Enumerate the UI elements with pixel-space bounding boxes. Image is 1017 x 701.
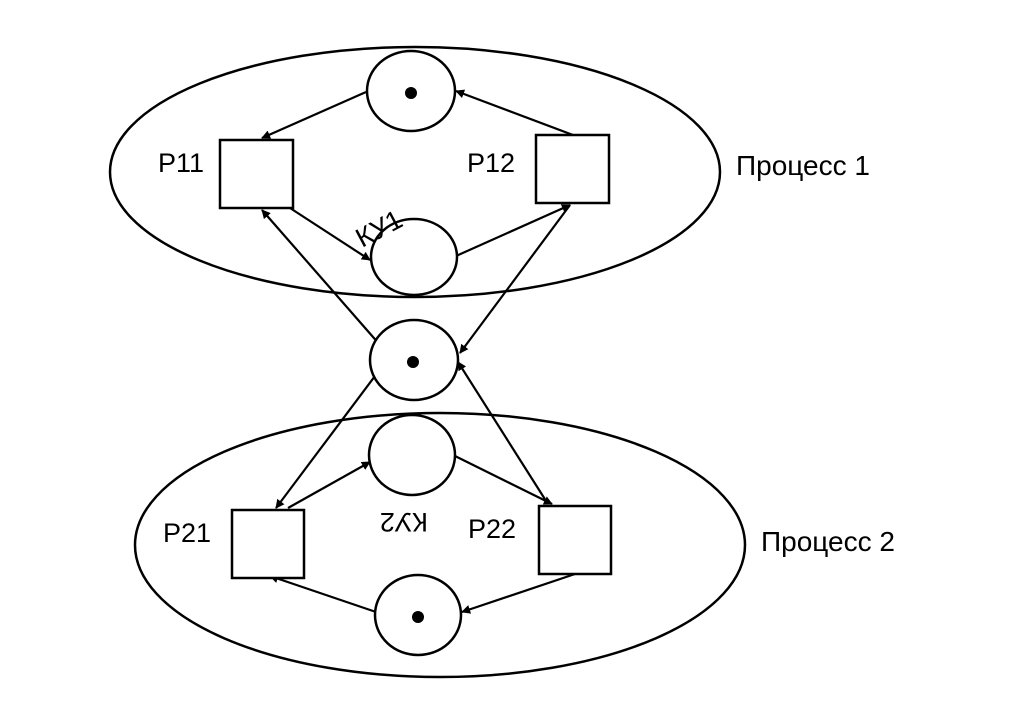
arcs <box>261 89 576 614</box>
label-p21: P21 <box>163 518 211 548</box>
label-p22: P22 <box>468 514 516 544</box>
arc-ku1-to-p12 <box>455 203 571 258</box>
label-ku2: КУ2 <box>380 507 428 537</box>
arc-p12-to-mutex <box>459 204 571 354</box>
transition-p22 <box>537 504 613 576</box>
place-ku2 <box>367 413 457 497</box>
arc-p12-to-top-place <box>455 89 574 137</box>
transition-p21 <box>230 508 306 580</box>
process-2-boundary <box>133 411 747 679</box>
arc-mutex-to-p21 <box>275 371 379 509</box>
place-ku1 <box>369 217 459 297</box>
arc-top-place-to-p11 <box>261 90 367 140</box>
arc-mutex-to-p11 <box>261 209 381 346</box>
label-p12: P12 <box>467 148 515 178</box>
process-1-boundary <box>108 45 722 299</box>
token-process1-top <box>405 87 417 99</box>
token-process2-bottom <box>412 611 424 623</box>
process-1-label: Процесс 1 <box>736 150 870 181</box>
arc-p11-to-ku1 <box>289 207 371 261</box>
token-mutex <box>407 356 419 368</box>
process-2-label: Процесс 2 <box>761 526 895 557</box>
label-p11: P11 <box>158 148 204 178</box>
arc-ku2-to-p22 <box>454 455 553 505</box>
transition-p11 <box>218 138 295 210</box>
arc-p22-to-bottom-place <box>461 572 576 614</box>
arc-p21-to-ku2 <box>287 461 371 509</box>
transition-p12 <box>534 133 611 205</box>
arc-p22-to-mutex <box>457 361 549 505</box>
arc-bottom-place-to-p21 <box>269 574 377 614</box>
